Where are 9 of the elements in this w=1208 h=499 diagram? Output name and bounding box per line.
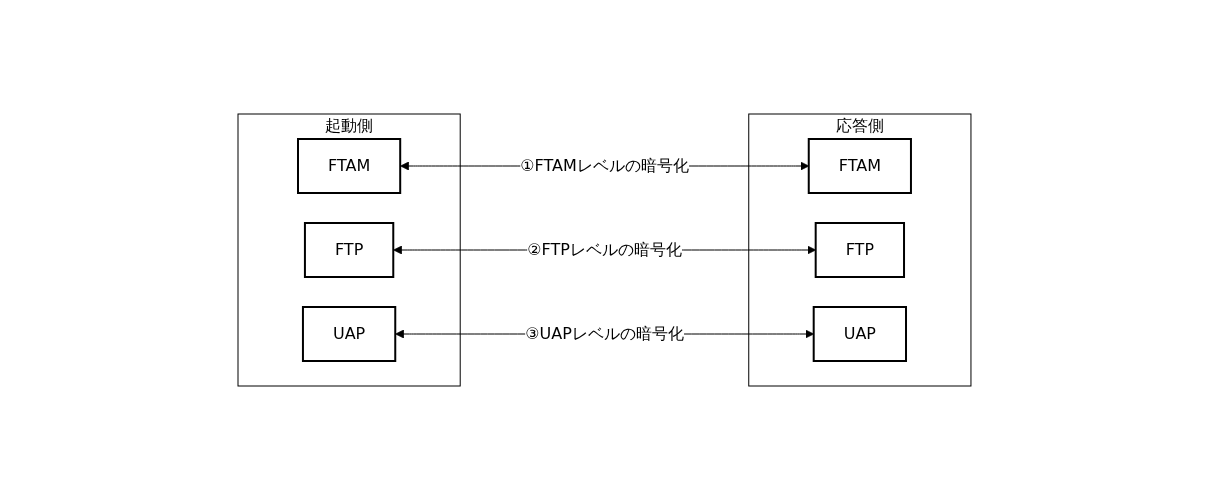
node-box: FTAM xyxy=(296,137,401,194)
node-box: UAP xyxy=(812,305,907,362)
node-box: FTP xyxy=(814,221,905,278)
node-box: FTP xyxy=(303,221,394,278)
node-box: FTAM xyxy=(807,137,912,194)
node-box: UAP xyxy=(301,305,396,362)
edge-label: ③UAPレベルの暗号化 xyxy=(524,323,684,343)
edge-label: ①FTAMレベルの暗号化 xyxy=(519,155,689,175)
edge-label: ②FTPレベルの暗号化 xyxy=(526,239,682,259)
